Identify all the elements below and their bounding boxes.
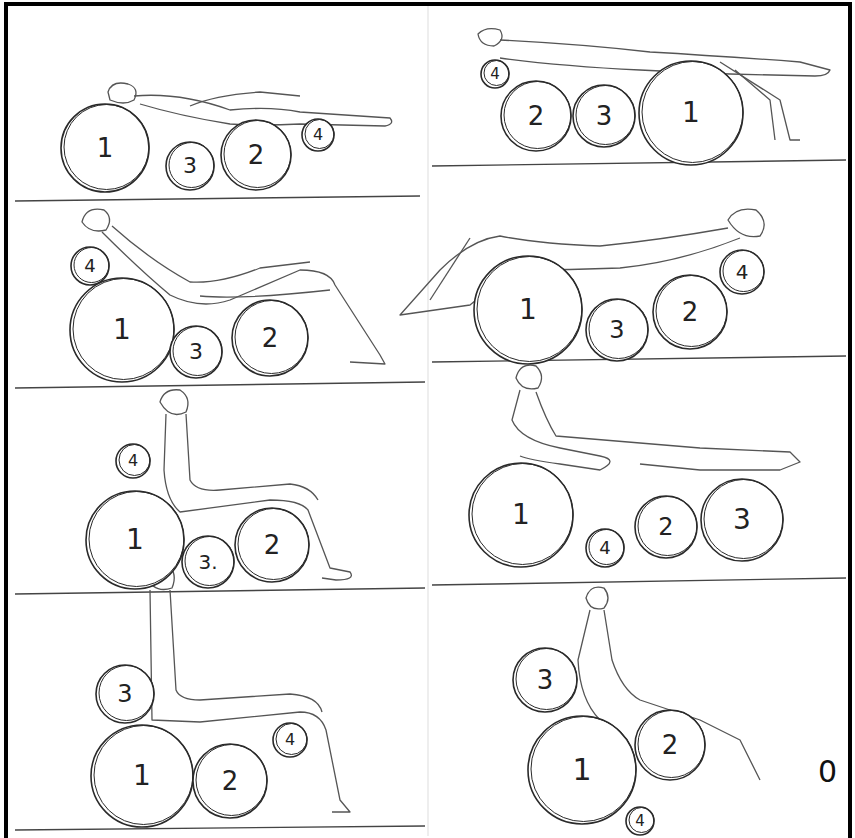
ball-number: 2 bbox=[658, 515, 673, 539]
numbered-ball: 2 bbox=[192, 743, 268, 819]
numbered-ball: 2 bbox=[231, 299, 309, 377]
numbered-ball: 1 bbox=[468, 462, 574, 568]
ball-number: 3. bbox=[198, 552, 217, 572]
ball-number: 2 bbox=[248, 142, 265, 168]
ball-number: 3 bbox=[183, 155, 197, 177]
numbered-ball: 1 bbox=[60, 103, 150, 193]
numbered-ball: 3 bbox=[585, 298, 649, 362]
numbered-ball: 4 bbox=[480, 59, 510, 89]
page-number: 0 bbox=[818, 757, 837, 787]
numbered-ball: 3 bbox=[700, 478, 784, 562]
ball-number: 4 bbox=[736, 262, 749, 282]
ball-number: 1 bbox=[512, 501, 530, 529]
ball-number: 2 bbox=[682, 299, 699, 325]
numbered-ball: 2 bbox=[220, 119, 292, 191]
numbered-ball: 3 bbox=[95, 664, 155, 724]
ball-number: 3 bbox=[609, 318, 624, 342]
numbered-ball: 2 bbox=[634, 709, 706, 781]
numbered-ball: 1 bbox=[90, 724, 194, 828]
ball-number: 4 bbox=[599, 539, 610, 557]
ball-number: 1 bbox=[113, 316, 131, 344]
ball-number: 4 bbox=[635, 814, 645, 829]
ball-number: 3 bbox=[733, 506, 751, 534]
ball-number: 2 bbox=[662, 732, 679, 758]
numbered-ball: 3 bbox=[512, 647, 578, 713]
numbered-ball: 3 bbox=[572, 84, 636, 148]
ball-number: 4 bbox=[84, 257, 95, 275]
ball-number: 3 bbox=[117, 682, 132, 706]
numbered-ball: 1 bbox=[69, 277, 175, 383]
ball-number: 3 bbox=[596, 103, 613, 129]
ball-number: 2 bbox=[264, 532, 281, 558]
numbered-ball: 2 bbox=[652, 274, 728, 350]
ball-number: 3 bbox=[189, 341, 203, 363]
ball-number: 4 bbox=[313, 127, 323, 143]
numbered-ball: 2 bbox=[500, 80, 572, 152]
numbered-ball: 4 bbox=[272, 722, 308, 758]
numbered-ball: 1 bbox=[527, 715, 637, 825]
numbered-ball: 1 bbox=[638, 60, 744, 166]
ball-number: 2 bbox=[222, 768, 239, 794]
numbered-ball: 3 bbox=[169, 325, 223, 379]
ball-number: 3 bbox=[537, 667, 554, 693]
numbered-ball: 1 bbox=[85, 490, 185, 590]
ball-number: 2 bbox=[262, 325, 279, 351]
human-figures bbox=[82, 29, 830, 812]
numbered-ball: 4 bbox=[115, 443, 151, 479]
ball-number: 1 bbox=[572, 755, 591, 785]
ball-number: 1 bbox=[97, 135, 114, 161]
numbered-ball: 1 bbox=[473, 255, 583, 365]
numbered-ball: 3. bbox=[181, 535, 235, 589]
ball-number: 4 bbox=[285, 732, 295, 748]
fold-line bbox=[428, 6, 429, 836]
ball-number: 4 bbox=[490, 67, 500, 82]
page-frame bbox=[6, 4, 850, 838]
ball-number: 1 bbox=[519, 296, 537, 324]
numbered-ball: 2 bbox=[234, 507, 310, 583]
numbered-ball: 4 bbox=[719, 249, 765, 295]
ball-number: 1 bbox=[133, 762, 151, 790]
numbered-ball: 4 bbox=[70, 246, 110, 286]
ball-number: 1 bbox=[126, 526, 144, 554]
numbered-ball: 3 bbox=[165, 141, 215, 191]
numbered-ball: 4 bbox=[625, 806, 655, 836]
numbered-ball: 4 bbox=[585, 528, 625, 568]
numbered-ball: 2 bbox=[634, 495, 698, 559]
numbered-ball: 4 bbox=[301, 118, 335, 152]
ball-number: 1 bbox=[682, 99, 700, 127]
ball-number: 4 bbox=[128, 453, 138, 469]
ball-number: 2 bbox=[528, 103, 545, 129]
ground-lines bbox=[15, 160, 846, 830]
